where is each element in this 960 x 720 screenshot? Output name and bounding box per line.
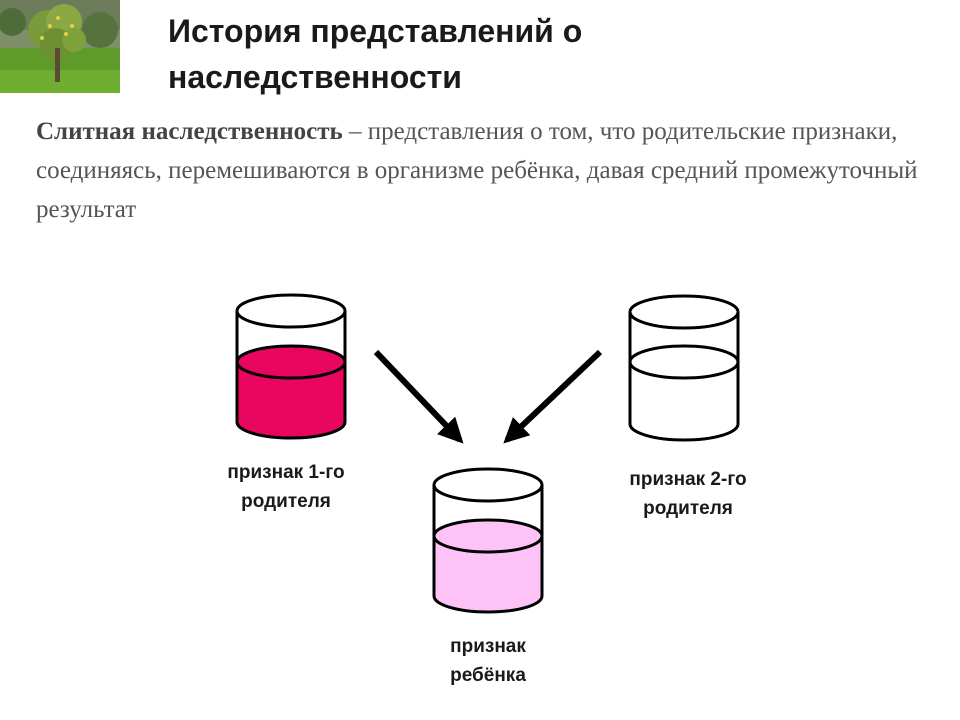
tree-photo-image (0, 0, 120, 93)
child-label: признак ребёнка (398, 632, 578, 690)
parent1-label-line-1: признак 1-го (227, 462, 345, 483)
definition-text: – представления о том, что родительские … (36, 118, 918, 223)
child-label-line-1: признак (450, 636, 526, 657)
parent1-beaker-walls (235, 311, 347, 422)
page-title: История представлений о наследственности (168, 8, 928, 100)
definition-term: Слитная наследственность (36, 118, 343, 145)
page-title-line-2: наследственности (168, 59, 462, 95)
parent1-beaker-rim (235, 293, 347, 329)
child-liquid-surface (432, 518, 544, 554)
parent2-liquid (628, 360, 740, 442)
parent1-label-line-2: родителя (241, 491, 331, 512)
child-label-line-2: ребёнка (450, 665, 526, 686)
parent2-beaker (628, 294, 740, 442)
parent1-liquid (235, 360, 347, 440)
parent2-label-line-1: признак 2-го (629, 469, 747, 490)
child-beaker (432, 467, 544, 614)
page-title-line-1: История представлений о (168, 13, 583, 49)
parent2-beaker-rim (628, 294, 740, 330)
child-beaker-walls (432, 485, 544, 596)
parent1-label: признак 1-го родителя (196, 458, 376, 516)
parent2-label-line-2: родителя (643, 498, 733, 519)
child-beaker-rim (432, 467, 544, 503)
definition-paragraph: Слитная наследственность – представления… (36, 112, 936, 229)
parent1-beaker (235, 293, 347, 440)
arrow-from-parent1 (373, 349, 464, 444)
parent2-label: признак 2-го родителя (598, 465, 778, 523)
child-liquid (432, 534, 544, 614)
parent2-beaker-walls (628, 312, 740, 424)
arrow-from-parent2 (503, 349, 603, 444)
parent2-liquid-surface (628, 344, 740, 380)
parent1-liquid-surface (235, 344, 347, 380)
tree-photo (0, 0, 120, 93)
